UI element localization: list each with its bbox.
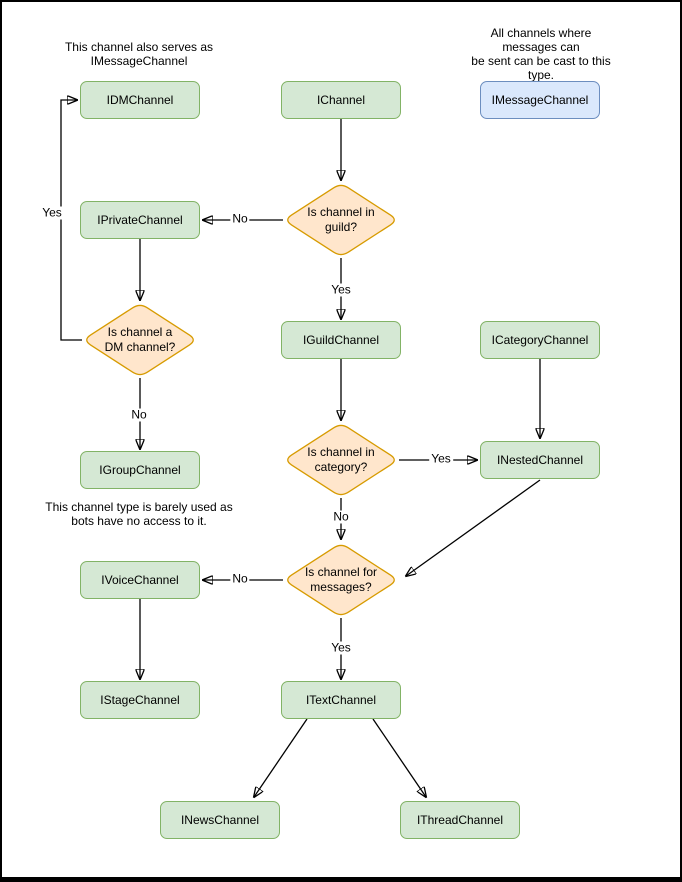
node-igroupchannel: IGroupChannel: [80, 451, 200, 489]
node-inewschannel: INewsChannel: [160, 801, 280, 839]
note-igroupchannel: This channel type is barely used as bots…: [45, 500, 233, 528]
edge-label-guild-no: No: [230, 211, 250, 226]
edge-label-dm-yes: Yes: [40, 205, 64, 220]
node-ivoicechannel: IVoiceChannel: [80, 561, 200, 599]
decision-dm-label: Is channel a DM channel?: [104, 325, 176, 354]
diamond-shape-icon: [287, 424, 395, 496]
node-iprivatechannel: IPrivateChannel: [80, 201, 200, 239]
node-idmchannel: IDMChannel: [80, 81, 200, 119]
edge-label-category-no: No: [331, 509, 351, 524]
node-icategorychannel: ICategoryChannel: [480, 321, 600, 359]
diamond-shape-icon: [86, 304, 194, 376]
node-ithreadchannel: IThreadChannel: [400, 801, 520, 839]
edge-label-dm-no: No: [129, 407, 149, 422]
edge-label-guild-yes: Yes: [329, 282, 353, 297]
decision-guild-label: Is channel in guild?: [307, 205, 375, 234]
edge-itext-to-inews: [254, 718, 308, 797]
decision-category-label: Is channel in category?: [307, 445, 375, 474]
node-itextchannel: ITextChannel: [281, 681, 401, 719]
edge-dm-yes-to-idm: [60, 100, 82, 341]
diamond-shape-icon: [287, 544, 395, 616]
edge-label-messages-yes: Yes: [329, 640, 353, 655]
decision-messages-label: Is channel for messages?: [304, 565, 378, 594]
node-ichannel: IChannel: [281, 81, 401, 119]
decision-is-channel-in-category: Is channel in category?: [283, 422, 399, 498]
node-istagechannel: IStageChannel: [80, 681, 200, 719]
edge-label-category-yes: Yes: [429, 451, 453, 466]
node-inestedchannel: INestedChannel: [480, 441, 600, 479]
diamond-shape-icon: [287, 184, 395, 256]
note-imessagechannel: All channels where messages can be sent …: [471, 26, 611, 82]
decision-is-channel-for-messages: Is channel for messages?: [283, 542, 399, 618]
edge-label-messages-no: No: [230, 571, 250, 586]
edge-inested-to-messages-decision: [406, 479, 541, 576]
note-idmchannel: This channel also serves as IMessageChan…: [64, 40, 214, 68]
node-imessagechannel: IMessageChannel: [480, 81, 600, 119]
decision-is-channel-a-dm: Is channel a DM channel?: [82, 302, 198, 378]
decision-is-channel-in-guild: Is channel in guild?: [283, 182, 399, 258]
node-iguildchannel: IGuildChannel: [281, 321, 401, 359]
edge-itext-to-ithread: [372, 718, 426, 797]
